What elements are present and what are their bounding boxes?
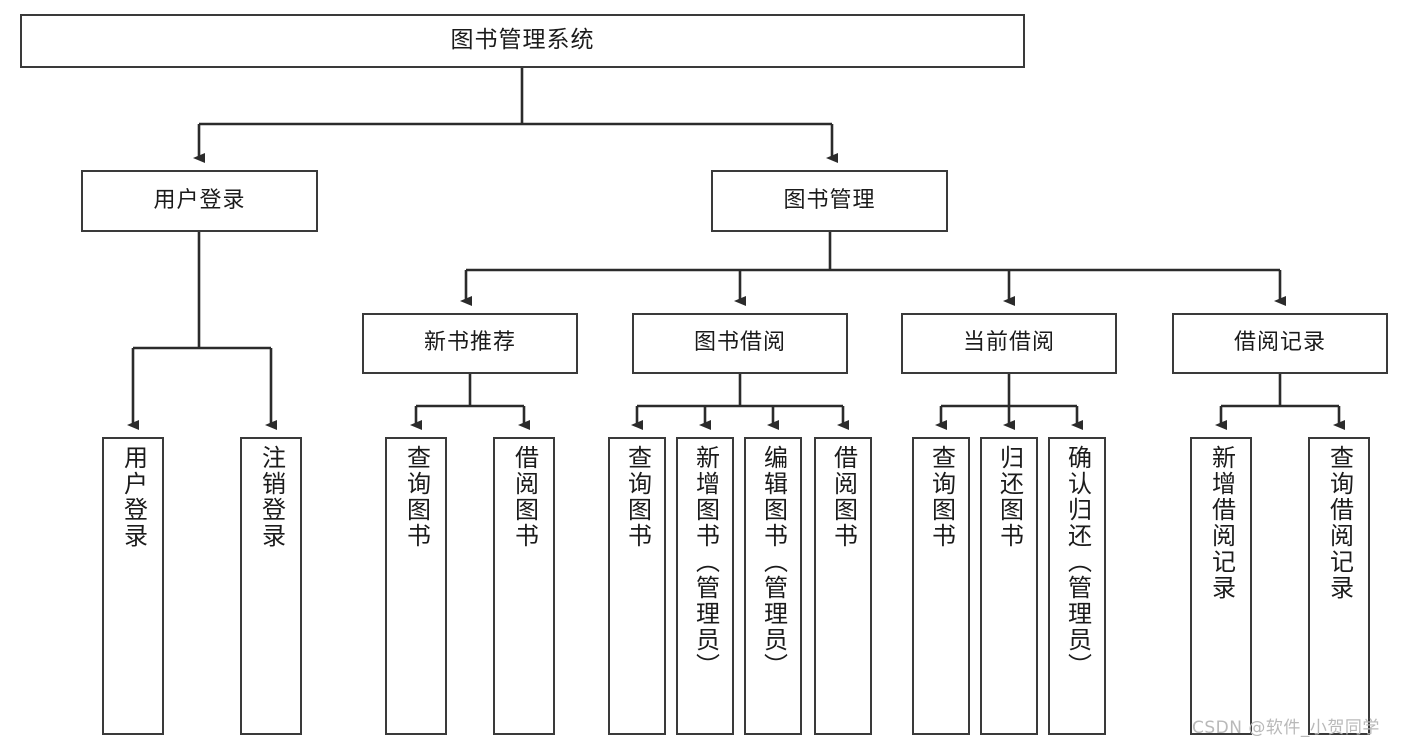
node-borrow-record[interactable]: 借阅记录 [1172,313,1388,374]
leaf-current-query-book[interactable]: 查询图书 [912,437,970,735]
node-book-management[interactable]: 图书管理 [711,170,948,232]
leaf-borrow-add-book-admin[interactable]: 新增图书（管理员） [676,437,734,735]
leaf-borrow-edit-book-admin[interactable]: 编辑图书（管理员） [744,437,802,735]
node-new-book-recommend[interactable]: 新书推荐 [362,313,578,374]
node-user-login[interactable]: 用户登录 [81,170,318,232]
node-label: 借阅记录 [1233,330,1326,356]
leaf-current-return-book[interactable]: 归还图书 [980,437,1038,735]
node-label: 当前借阅 [962,330,1055,356]
node-label: 用户登录 [153,187,246,213]
leaf-current-confirm-return-admin[interactable]: 确认归还（管理员） [1048,437,1106,735]
node-book-borrow[interactable]: 图书借阅 [632,313,848,374]
node-label: 确认归还（管理员） [1063,445,1092,679]
leaf-borrow-borrow-book[interactable]: 借阅图书 [814,437,872,735]
node-root-system[interactable]: 图书管理系统 [20,14,1025,68]
leaf-record-add-borrow-record[interactable]: 新增借阅记录 [1190,437,1252,735]
node-label: 借阅图书 [510,445,539,549]
node-label: 查询图书 [623,445,652,549]
node-label: 图书借阅 [693,330,786,356]
node-label: 新增图书（管理员） [691,445,720,679]
node-label: 归还图书 [995,445,1024,549]
leaf-user-login[interactable]: 用户登录 [102,437,164,735]
node-current-borrow[interactable]: 当前借阅 [901,313,1117,374]
node-label: 查询图书 [402,445,431,549]
node-label: 用户登录 [119,445,148,549]
leaf-record-query-borrow-record[interactable]: 查询借阅记录 [1308,437,1370,735]
node-label: 图书管理 [783,187,876,213]
node-label: 注销登录 [257,445,286,549]
node-label: 查询图书 [927,445,956,549]
leaf-borrow-query-book[interactable]: 查询图书 [608,437,666,735]
node-label: 借阅图书 [829,445,858,549]
leaf-user-logout[interactable]: 注销登录 [240,437,302,735]
node-label: 编辑图书（管理员） [759,445,788,679]
leaf-recommend-borrow-book[interactable]: 借阅图书 [493,437,555,735]
node-label: 新增借阅记录 [1207,445,1236,601]
node-label: 图书管理系统 [450,27,595,54]
leaf-recommend-query-book[interactable]: 查询图书 [385,437,447,735]
node-label: 新书推荐 [423,330,516,356]
node-label: 查询借阅记录 [1325,445,1354,601]
